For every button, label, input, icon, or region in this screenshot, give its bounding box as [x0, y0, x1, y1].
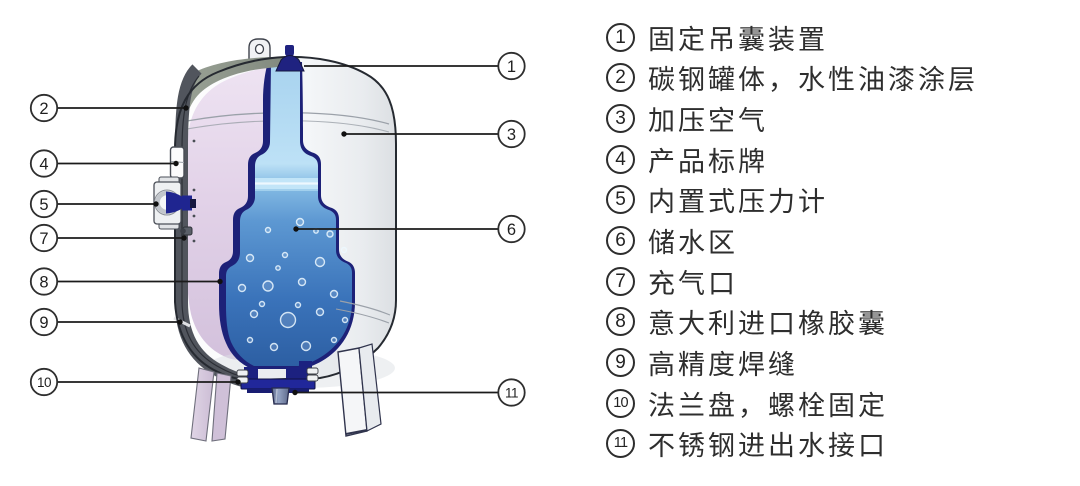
air-charging-valve	[180, 226, 193, 236]
legend-label: 不锈钢进出水接口	[648, 431, 888, 462]
legend-number-badge: 3	[606, 104, 635, 134]
callout-6: 6	[497, 214, 526, 244]
legend-label: 碳钢罐体，水性油漆涂层	[648, 65, 978, 96]
callout-1: 1	[497, 51, 526, 81]
legend-number-badge: 11	[606, 429, 635, 459]
legend-label: 高精度焊缝	[648, 349, 798, 380]
dome-cut-surface	[185, 57, 300, 116]
legend-item-4: 4 产品标牌	[606, 139, 978, 180]
legend-label: 加压空气	[648, 106, 768, 137]
legend-label: 储水区	[648, 228, 738, 259]
bottom-weld-seams	[335, 300, 391, 324]
legend-label: 意大利进口橡胶囊	[648, 309, 888, 340]
callout-4: 4	[29, 149, 59, 178]
legend-number-badge: 6	[606, 226, 635, 256]
water-inlet-outlet-port	[271, 387, 290, 405]
leader-lines	[57, 65, 498, 396]
legend-number-badge: 10	[606, 388, 635, 418]
svg-text:4: 4	[39, 156, 48, 174]
svg-text:1: 1	[507, 58, 516, 76]
svg-text:11: 11	[505, 386, 518, 401]
tank-cutaway-diagram: 2 4 5 7 8 9 10 1	[29, 38, 526, 442]
callout-9: 9	[29, 307, 59, 337]
leg-left-back	[211, 372, 232, 442]
legend-label: 固定吊囊装置	[648, 24, 828, 55]
svg-text:10: 10	[37, 375, 51, 390]
svg-text:9: 9	[39, 314, 48, 332]
svg-text:3: 3	[507, 126, 516, 144]
legend-label: 法兰盘，螺栓固定	[648, 390, 888, 421]
legend-item-8: 8 意大利进口橡胶囊	[606, 301, 978, 342]
legend-label: 内置式压力计	[648, 187, 828, 218]
legend-item-1: 1 固定吊囊装置	[606, 17, 978, 58]
leg-right-side	[358, 343, 382, 432]
water-storage-area	[226, 64, 352, 366]
legend-item-5: 5 内置式压力计	[606, 180, 978, 221]
legend-item-7: 7 充气口	[606, 261, 978, 302]
legend: 1 固定吊囊装置 2 碳钢罐体，水性油漆涂层 3 加压空气 4 产品标牌 5 内…	[606, 17, 978, 464]
legend-item-6: 6 储水区	[606, 220, 978, 261]
legend-item-2: 2 碳钢罐体，水性油漆涂层	[606, 58, 978, 99]
legend-number-badge: 1	[606, 22, 635, 52]
svg-text:2: 2	[39, 100, 48, 118]
svg-text:6: 6	[507, 221, 516, 239]
legend-item-3: 3 加压空气	[606, 98, 978, 139]
legend-label: 充气口	[648, 268, 738, 299]
legend-item-11: 11 不锈钢进出水接口	[606, 423, 978, 464]
svg-text:7: 7	[39, 230, 48, 248]
legend-number-badge: 8	[606, 307, 635, 337]
svg-text:5: 5	[39, 196, 48, 214]
legend-number-badge: 5	[606, 185, 635, 215]
inner-wall-rivets	[192, 139, 196, 243]
legend-number-badge: 2	[606, 63, 635, 93]
water-droplets	[237, 217, 349, 352]
bladder-fixing-valve	[275, 45, 305, 72]
legend-item-9: 9 高精度焊缝	[606, 342, 978, 383]
callout-11: 11	[497, 378, 526, 407]
callout-7: 7	[29, 223, 59, 253]
legend-number-badge: 9	[606, 347, 635, 377]
callout-3: 3	[497, 119, 526, 149]
callout-10: 10	[29, 367, 59, 397]
legend-number-badge: 7	[606, 266, 635, 296]
callout-8: 8	[29, 267, 59, 296]
callout-2: 2	[29, 93, 59, 123]
legend-item-10: 10 法兰盘，螺栓固定	[606, 383, 978, 424]
water-surface-reflection	[255, 178, 318, 191]
leg-left-front	[190, 367, 215, 442]
svg-text:8: 8	[39, 274, 48, 292]
callout-5: 5	[29, 189, 59, 219]
pressure-gauge	[153, 176, 196, 230]
legend-label: 产品标牌	[648, 146, 768, 177]
legend-number-badge: 4	[606, 144, 635, 174]
